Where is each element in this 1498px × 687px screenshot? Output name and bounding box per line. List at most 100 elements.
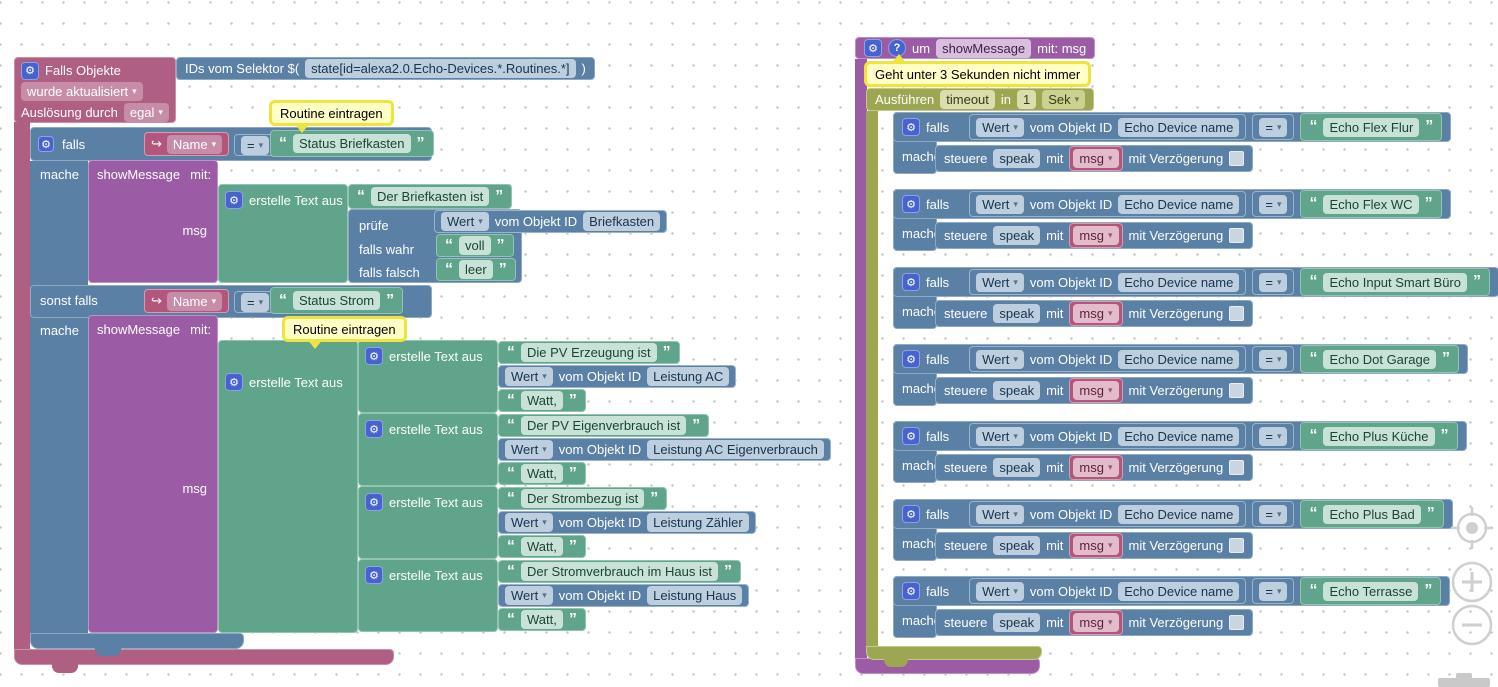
action-field[interactable]: speak xyxy=(993,226,1041,245)
wert-dropdown[interactable]: Wert xyxy=(976,426,1024,446)
text-block-device[interactable]: Echo Input Smart Büro xyxy=(1300,268,1490,296)
text-field[interactable]: Watt, xyxy=(521,391,563,410)
object-id-field[interactable]: Briefkasten xyxy=(583,212,661,231)
text-block-cond1[interactable]: Status Briefkasten xyxy=(270,130,434,157)
gear-icon[interactable] xyxy=(365,493,383,511)
wert-dropdown[interactable]: Wert xyxy=(505,367,553,386)
equals-block[interactable]: = xyxy=(234,291,277,313)
zoom-in-control[interactable] xyxy=(1450,560,1494,604)
msg-dropdown[interactable]: msg xyxy=(1073,458,1119,477)
gear-icon[interactable] xyxy=(902,195,920,213)
msg-dropdown[interactable]: msg xyxy=(1073,304,1119,323)
trigger-by-dropdown[interactable]: egal xyxy=(123,103,169,122)
text-block[interactable]: Der PV Eigenverbrauch ist xyxy=(498,414,710,437)
variable-block-name[interactable]: Name xyxy=(144,132,230,156)
gear-icon[interactable] xyxy=(225,373,243,391)
object-id-field[interactable]: Leistung Zähler xyxy=(647,513,749,532)
falls-block-header[interactable]: falls Wert vom Objekt ID Echo Device nam… xyxy=(893,499,1453,529)
device-name-field[interactable]: Echo Flex Flur xyxy=(1323,117,1420,137)
text-block-device[interactable]: Echo Flex WC xyxy=(1300,190,1442,218)
action-field[interactable]: speak xyxy=(993,381,1041,400)
wert-dropdown[interactable]: Wert xyxy=(441,212,489,231)
wert-vom-objekt-block[interactable]: Wert vom Objekt ID Echo Device name xyxy=(969,501,1247,527)
timeout-unit-dropdown[interactable]: Sek xyxy=(1042,90,1086,109)
variable-block-name[interactable]: Name xyxy=(144,289,230,313)
text-block[interactable]: Die PV Erzeugung ist xyxy=(498,341,680,364)
gear-icon[interactable] xyxy=(864,39,882,57)
text-block-device[interactable]: Echo Plus Küche xyxy=(1300,422,1458,450)
text-block-device[interactable]: Echo Terrasse xyxy=(1300,577,1442,605)
trigger-block-falls-objekte[interactable]: Falls Objekte wurde aktualisiert Auslösu… xyxy=(14,57,176,123)
gear-icon[interactable] xyxy=(365,347,383,365)
text-block-watt[interactable]: Watt, xyxy=(498,389,586,412)
equals-dropdown[interactable]: = xyxy=(1259,117,1288,137)
text-block-watt[interactable]: Watt, xyxy=(498,535,586,558)
gear-icon[interactable] xyxy=(902,273,920,291)
text-field[interactable]: leer xyxy=(459,260,493,279)
timeout-value-field[interactable]: 1 xyxy=(1017,90,1037,109)
gear-icon[interactable] xyxy=(902,582,920,600)
zoom-reset-control[interactable] xyxy=(1450,506,1494,550)
object-id-field[interactable]: Echo Device name xyxy=(1118,581,1240,601)
falls-block-header[interactable]: falls Wert vom Objekt ID Echo Device nam… xyxy=(893,344,1468,374)
delay-checkbox[interactable] xyxy=(1229,538,1245,553)
variable-dropdown[interactable]: Name xyxy=(166,134,223,154)
object-id-field[interactable]: Echo Device name xyxy=(1118,349,1240,369)
equals-dropdown[interactable]: = xyxy=(241,292,270,312)
msg-variable-block[interactable]: msg xyxy=(1069,610,1123,635)
msg-variable-block[interactable]: msg xyxy=(1069,301,1123,326)
wert-vom-objekt-block[interactable]: Wert vom Objekt ID Echo Device name xyxy=(969,114,1247,140)
gear-icon[interactable] xyxy=(38,136,54,152)
object-id-field[interactable]: Echo Device name xyxy=(1118,194,1240,214)
text-field[interactable]: Der Stromverbrauch im Haus ist xyxy=(521,562,718,581)
equals-block[interactable]: = xyxy=(234,134,277,156)
trigger-block-spine[interactable] xyxy=(14,122,30,649)
steuere-speak-block[interactable]: steuere speak mit msg mit Verzögerung xyxy=(935,454,1254,481)
action-field[interactable]: speak xyxy=(993,304,1041,323)
comment-timeout[interactable]: Geht unter 3 Sekunden nicht immer xyxy=(864,54,1092,87)
delay-checkbox[interactable] xyxy=(1229,228,1245,243)
action-field[interactable]: speak xyxy=(993,149,1041,168)
device-name-field[interactable]: Echo Plus Küche xyxy=(1323,426,1435,446)
object-id-field[interactable]: Leistung AC Eigenverbrauch xyxy=(647,440,824,459)
create-text-block-item[interactable]: erstelle Text aus xyxy=(358,486,498,559)
selector-field[interactable]: state[id=alexa2.0.Echo-Devices.*.Routine… xyxy=(305,59,576,78)
steuere-speak-block[interactable]: steuere speak mit msg mit Verzögerung xyxy=(935,145,1254,172)
wert-dropdown[interactable]: Wert xyxy=(505,513,553,532)
comment-routine-1[interactable]: Routine eintragen xyxy=(269,100,394,133)
equals-dropdown[interactable]: = xyxy=(241,135,270,155)
msg-dropdown[interactable]: msg xyxy=(1073,381,1119,400)
equals-dropdown[interactable]: = xyxy=(1259,194,1288,214)
gear-icon[interactable] xyxy=(902,350,920,368)
gear-icon[interactable] xyxy=(21,61,39,80)
wert-dropdown[interactable]: Wert xyxy=(976,272,1024,292)
device-name-field[interactable]: Echo Flex WC xyxy=(1323,194,1419,214)
equals-dropdown[interactable]: = xyxy=(1259,581,1288,601)
msg-variable-block[interactable]: msg xyxy=(1069,223,1123,248)
equals-block[interactable]: = xyxy=(1252,501,1295,527)
msg-dropdown[interactable]: msg xyxy=(1073,149,1119,168)
steuere-speak-block[interactable]: steuere speak mit msg mit Verzögerung xyxy=(935,222,1254,249)
text-block[interactable]: Der Strombezug ist xyxy=(498,487,668,510)
falls-block-header[interactable]: falls Wert vom Objekt ID Echo Device nam… xyxy=(893,189,1451,219)
equals-dropdown[interactable]: = xyxy=(1259,426,1288,446)
falls-block-header[interactable]: falls Wert vom Objekt ID Echo Device nam… xyxy=(893,576,1451,606)
text-block-watt[interactable]: Watt, xyxy=(498,608,586,631)
variable-dropdown[interactable]: Name xyxy=(166,291,223,311)
falls-block-header[interactable]: falls Wert vom Objekt ID Echo Device nam… xyxy=(893,267,1498,297)
text-block-cond2[interactable]: Status Strom xyxy=(270,287,404,314)
steuere-speak-block[interactable]: steuere speak mit msg mit Verzögerung xyxy=(935,532,1254,559)
text-block-device[interactable]: Echo Flex Flur xyxy=(1300,113,1443,141)
timeout-bottom[interactable] xyxy=(866,646,1042,660)
wert-vom-objekt-block[interactable]: Wert vom Objekt ID Echo Device name xyxy=(969,578,1247,604)
text-field[interactable]: Status Strom xyxy=(293,291,381,310)
msg-variable-block[interactable]: msg xyxy=(1069,378,1123,403)
object-id-field[interactable]: Echo Device name xyxy=(1118,504,1240,524)
text-block-device[interactable]: Echo Dot Garage xyxy=(1300,345,1459,373)
wert-dropdown[interactable]: Wert xyxy=(505,440,553,459)
object-id-field[interactable]: Echo Device name xyxy=(1118,117,1240,137)
updated-dropdown[interactable]: wurde aktualisiert xyxy=(21,82,143,101)
gear-icon[interactable] xyxy=(365,420,383,438)
msg-dropdown[interactable]: msg xyxy=(1073,226,1119,245)
